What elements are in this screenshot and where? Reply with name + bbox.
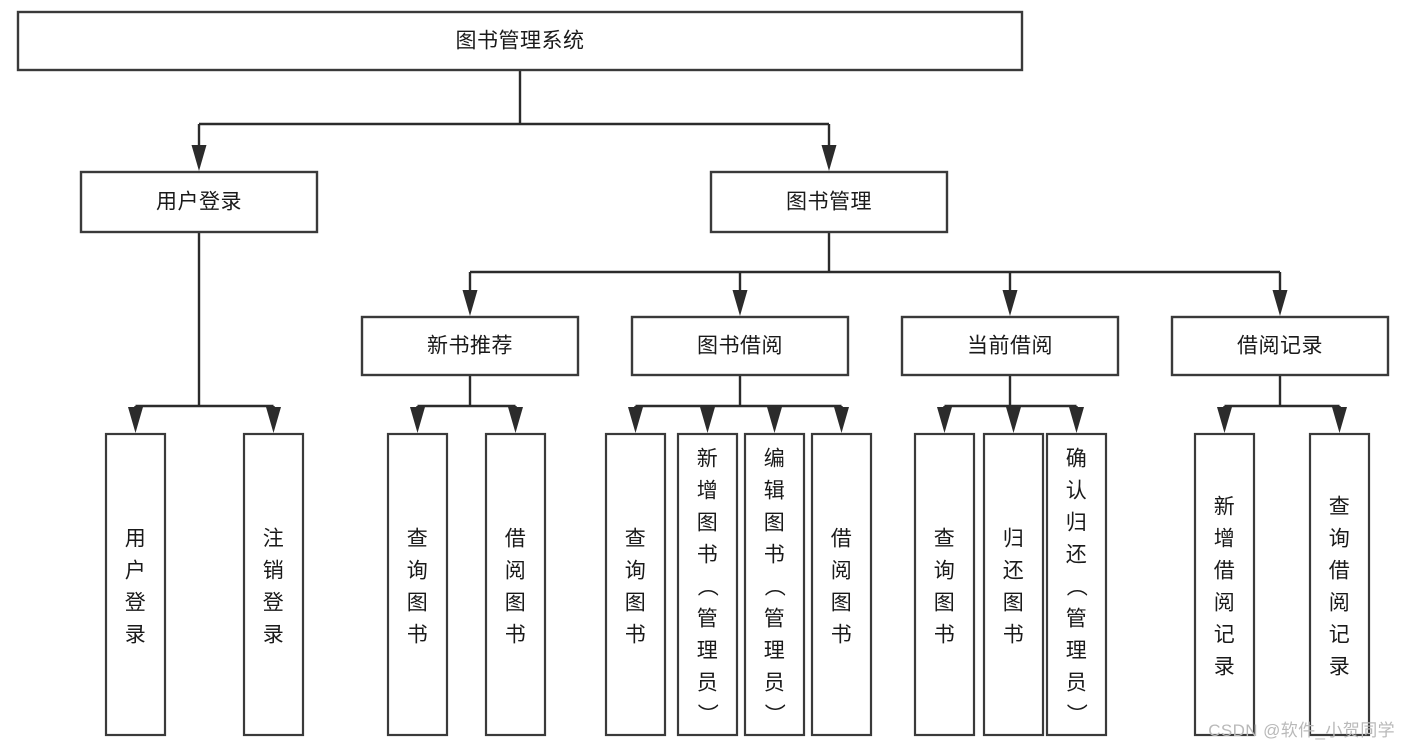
node-new-book-rec[interactable]: 新书推荐 [360, 315, 580, 377]
arrow-head-icon [1006, 407, 1021, 433]
node-user-login[interactable]: 用户登录 [79, 170, 319, 234]
node-label-leaf-borrow-book-2: 借阅图书 [831, 527, 853, 646]
node-box-current-borrow[interactable] [900, 315, 1120, 377]
node-label-leaf-query-book-2: 查询图书 [625, 527, 647, 646]
node-leaf-edit-book[interactable]: 编辑图书（管理员） [743, 432, 806, 737]
node-box-leaf-user-logout[interactable] [242, 432, 305, 737]
connector-group-book-manage [462, 232, 1288, 316]
arrow-head-icon [937, 407, 952, 433]
node-box-leaf-return-book[interactable] [982, 432, 1045, 737]
node-box-book-borrow[interactable] [630, 315, 850, 377]
arrow-head-icon [128, 407, 143, 433]
node-label-leaf-return-book: 归还图书 [1003, 527, 1025, 646]
node-book-manage[interactable]: 图书管理 [709, 170, 949, 234]
node-box-leaf-query-book-2[interactable] [604, 432, 667, 737]
arrow-head-icon [191, 145, 207, 171]
node-leaf-query-book-2[interactable]: 查询图书 [604, 432, 667, 737]
arrow-head-icon [732, 290, 748, 316]
node-box-leaf-add-book[interactable] [676, 432, 739, 737]
arrow-head-icon [700, 407, 715, 433]
node-leaf-borrow-book-2[interactable]: 借阅图书 [810, 432, 873, 737]
arrow-head-icon [767, 407, 782, 433]
node-book-borrow[interactable]: 图书借阅 [630, 315, 850, 377]
node-leaf-add-book[interactable]: 新增图书（管理员） [676, 432, 739, 737]
node-label-root: 图书管理系统 [456, 30, 585, 53]
nodes-layer: 图书管理系统用户登录图书管理新书推荐图书借阅当前借阅借阅记录用户登录注销登录查询… [16, 10, 1390, 737]
connector-group-current-borrow [937, 375, 1084, 433]
arrow-head-icon [410, 407, 425, 433]
connector-group-root [191, 70, 837, 171]
node-label-leaf-edit-book: 编辑图书（管理员） [764, 447, 786, 726]
node-label-leaf-query-record: 查询借阅记录 [1329, 495, 1351, 678]
connector-group-book-borrow [628, 375, 849, 433]
node-box-leaf-query-book-1[interactable] [386, 432, 449, 737]
connector-group-borrow-record [1217, 375, 1347, 433]
node-box-leaf-confirm-return[interactable] [1045, 432, 1108, 737]
connector-group-new-book-rec [410, 375, 523, 433]
node-leaf-borrow-book-1[interactable]: 借阅图书 [484, 432, 547, 737]
node-box-leaf-borrow-book-1[interactable] [484, 432, 547, 737]
arrow-head-icon [1332, 407, 1347, 433]
arrow-head-icon [628, 407, 643, 433]
arrow-head-icon [834, 407, 849, 433]
node-box-user-login[interactable] [79, 170, 319, 234]
node-leaf-return-book[interactable]: 归还图书 [982, 432, 1045, 737]
arrow-head-icon [266, 407, 281, 433]
node-box-leaf-user-login[interactable] [104, 432, 167, 737]
node-label-book-borrow: 图书借阅 [697, 335, 783, 358]
node-label-leaf-borrow-book-1: 借阅图书 [505, 527, 527, 646]
node-box-leaf-query-book-3[interactable] [913, 432, 976, 737]
arrow-head-icon [1002, 290, 1018, 316]
node-leaf-query-book-3[interactable]: 查询图书 [913, 432, 976, 737]
node-box-leaf-edit-book[interactable] [743, 432, 806, 737]
arrow-head-icon [1217, 407, 1232, 433]
node-box-leaf-borrow-book-2[interactable] [810, 432, 873, 737]
node-box-book-manage[interactable] [709, 170, 949, 234]
node-leaf-query-book-1[interactable]: 查询图书 [386, 432, 449, 737]
node-label-leaf-user-logout: 注销登录 [263, 527, 285, 646]
node-box-borrow-record[interactable] [1170, 315, 1390, 377]
node-leaf-add-record[interactable]: 新增借阅记录 [1193, 432, 1256, 737]
node-label-leaf-query-book-3: 查询图书 [934, 527, 956, 646]
node-borrow-record[interactable]: 借阅记录 [1170, 315, 1390, 377]
arrow-head-icon [462, 290, 478, 316]
node-box-leaf-add-record[interactable] [1193, 432, 1256, 737]
node-leaf-user-login[interactable]: 用户登录 [104, 432, 167, 737]
node-box-leaf-query-record[interactable] [1308, 432, 1371, 737]
arrow-head-icon [1069, 407, 1084, 433]
node-label-leaf-confirm-return: 确认归还（管理员） [1066, 447, 1088, 726]
node-label-leaf-add-book: 新增图书（管理员） [697, 447, 719, 726]
node-label-leaf-user-login: 用户登录 [125, 527, 147, 646]
arrow-head-icon [508, 407, 523, 433]
watermark-label: CSDN @软件_小贺同学 [1208, 721, 1395, 740]
node-current-borrow[interactable]: 当前借阅 [900, 315, 1120, 377]
node-box-new-book-rec[interactable] [360, 315, 580, 377]
node-label-book-manage: 图书管理 [786, 191, 872, 214]
node-leaf-user-logout[interactable]: 注销登录 [242, 432, 305, 737]
arrow-head-icon [1272, 290, 1288, 316]
node-label-user-login: 用户登录 [156, 191, 242, 214]
node-leaf-query-record[interactable]: 查询借阅记录 [1308, 432, 1371, 737]
node-box-root[interactable] [16, 10, 1024, 72]
node-label-new-book-rec: 新书推荐 [427, 335, 513, 358]
connector-group-user-login [128, 232, 281, 433]
node-root[interactable]: 图书管理系统 [16, 10, 1024, 72]
arrow-head-icon [821, 145, 837, 171]
node-label-leaf-add-record: 新增借阅记录 [1214, 495, 1236, 678]
node-leaf-confirm-return[interactable]: 确认归还（管理员） [1045, 432, 1108, 737]
connectors-layer [128, 70, 1347, 433]
node-label-current-borrow: 当前借阅 [967, 335, 1053, 358]
node-label-borrow-record: 借阅记录 [1237, 335, 1323, 358]
node-label-leaf-query-book-1: 查询图书 [407, 527, 429, 646]
